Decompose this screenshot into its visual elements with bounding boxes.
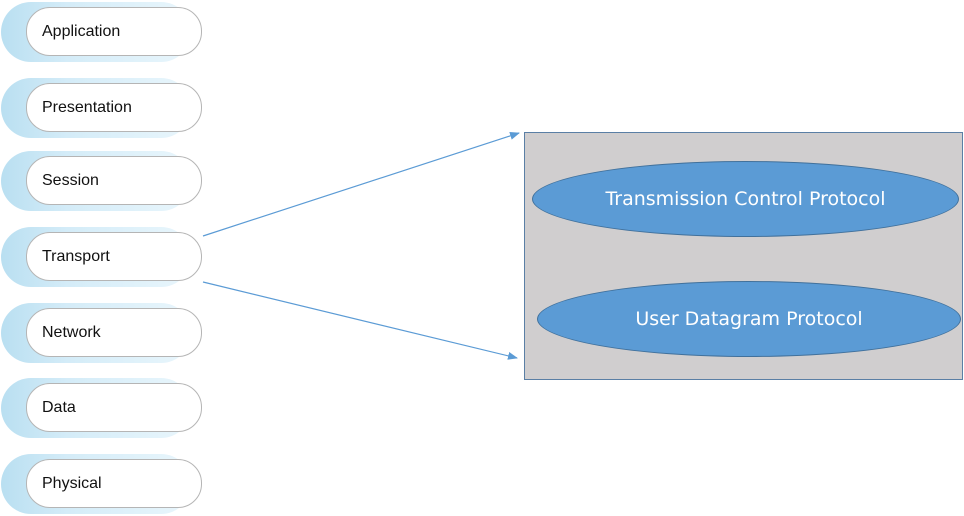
layer-label-physical: Physical xyxy=(26,459,202,508)
layer-session: Session xyxy=(1,151,203,215)
layer-network: Network xyxy=(1,303,203,367)
layer-label-application: Application xyxy=(26,7,202,56)
layer-data: Data xyxy=(1,378,203,442)
layer-application: Application xyxy=(1,2,203,66)
udp-ellipse: User Datagram Protocol xyxy=(537,281,961,357)
arrow-to-udp xyxy=(202,281,518,360)
layer-label-data: Data xyxy=(26,383,202,432)
layer-label-session: Session xyxy=(26,156,202,205)
layer-physical: Physical xyxy=(1,454,203,516)
layer-transport: Transport xyxy=(1,227,203,291)
layer-label-network: Network xyxy=(26,308,202,357)
arrow-to-tcp xyxy=(202,131,520,237)
udp-label: User Datagram Protocol xyxy=(635,307,863,330)
layer-presentation: Presentation xyxy=(1,78,203,142)
tcp-label: Transmission Control Protocol xyxy=(605,187,886,210)
tcp-ellipse: Transmission Control Protocol xyxy=(532,161,959,237)
layer-label-presentation: Presentation xyxy=(26,83,202,132)
layer-label-transport: Transport xyxy=(26,232,202,281)
